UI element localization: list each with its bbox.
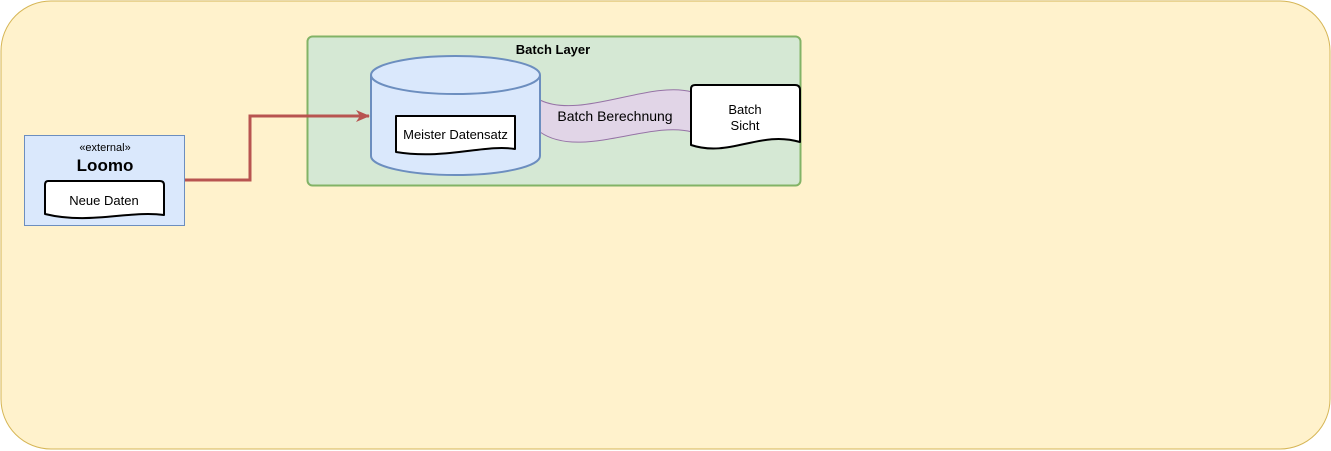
batch-view-label-line2: Sicht xyxy=(730,118,760,133)
master-dataset-label: Meister Datensatz xyxy=(403,127,508,142)
batch-view-label-line1: Batch xyxy=(728,102,762,117)
external-stereotype: «external» xyxy=(79,142,131,154)
batch-computation-label: Batch Berechnung xyxy=(557,108,673,124)
new-data-label: Neue Daten xyxy=(69,193,139,208)
loomo-title: Loomo xyxy=(76,156,134,175)
batch-layer-title: Batch Layer xyxy=(515,42,591,57)
master-dataset-document[interactable] xyxy=(395,115,516,156)
batch-view-document[interactable] xyxy=(690,84,801,150)
data-flow-arrow[interactable] xyxy=(185,110,370,182)
new-data-document[interactable] xyxy=(44,180,165,220)
cylinder-top xyxy=(370,55,541,95)
